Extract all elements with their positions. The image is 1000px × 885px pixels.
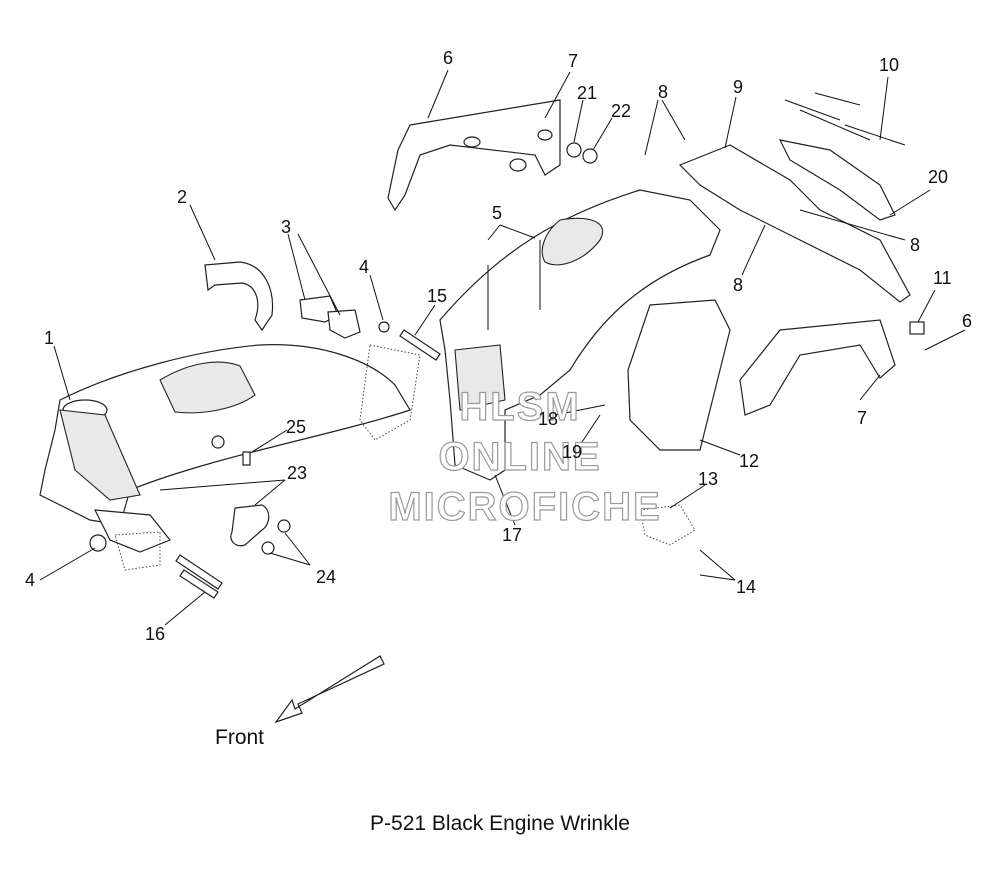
callout-8-mid: 8	[733, 275, 744, 295]
callout-25: 25	[286, 417, 307, 437]
watermark-line-3: MICROFICHE	[388, 484, 662, 529]
callout-2: 2	[177, 187, 188, 207]
watermark-line-1: HLSM	[459, 384, 581, 429]
front-frame-part	[39, 344, 421, 571]
bracket-part-7-lower	[739, 319, 896, 416]
cover-part-12	[627, 299, 731, 451]
callout-22: 22	[611, 101, 632, 121]
front-direction-label: Front	[215, 726, 265, 749]
callout-5: 5	[492, 203, 503, 223]
callout-4-lower: 4	[25, 570, 36, 590]
part-11	[909, 321, 925, 335]
part-20	[778, 139, 896, 221]
bracket-part-2	[204, 261, 274, 332]
callout-23: 23	[287, 463, 308, 483]
pin-parts-16	[175, 554, 223, 599]
main-frame-part	[439, 189, 721, 481]
callout-17: 17	[502, 525, 523, 545]
watermark-line-2: ONLINE	[438, 434, 602, 479]
part-13	[639, 504, 696, 546]
callout-19: 19	[562, 442, 583, 462]
callout-8-right: 8	[910, 235, 921, 255]
pin-part-15	[399, 329, 441, 361]
leader-lines	[39, 69, 966, 626]
callout-21: 21	[577, 83, 598, 103]
callout-20: 20	[928, 167, 949, 187]
front-direction-arrow	[274, 655, 385, 724]
callout-15: 15	[427, 286, 448, 306]
rear-frame-part-9	[678, 144, 911, 303]
plate-part-23	[230, 504, 270, 547]
callout-1: 1	[44, 328, 55, 348]
clamp-parts-3	[299, 295, 361, 339]
callout-8-top: 8	[658, 82, 669, 102]
callout-4-upper: 4	[359, 257, 370, 277]
callout-13: 13	[698, 469, 719, 489]
bushing-parts-24	[261, 519, 291, 555]
callout-6-right: 6	[962, 311, 973, 331]
bushing-parts-21-22	[566, 142, 598, 164]
wire-parts-10	[784, 92, 906, 146]
callout-16: 16	[145, 624, 166, 644]
callout-7-upper: 7	[568, 51, 579, 71]
callout-10: 10	[879, 55, 900, 75]
callout-6-upper: 6	[443, 48, 454, 68]
bracket-part-7-upper	[387, 99, 561, 212]
diagram-caption: P-521 Black Engine Wrinkle	[370, 812, 630, 835]
callout-3: 3	[281, 217, 292, 237]
nut-part-4	[378, 321, 390, 333]
callout-7-lower: 7	[857, 408, 868, 428]
fitting-part-25	[242, 451, 251, 466]
callout-14: 14	[736, 577, 757, 597]
callout-18: 18	[538, 409, 559, 429]
callout-12: 12	[739, 451, 760, 471]
callout-24: 24	[316, 567, 337, 587]
callout-11: 11	[933, 268, 952, 288]
callout-9: 9	[733, 77, 744, 97]
